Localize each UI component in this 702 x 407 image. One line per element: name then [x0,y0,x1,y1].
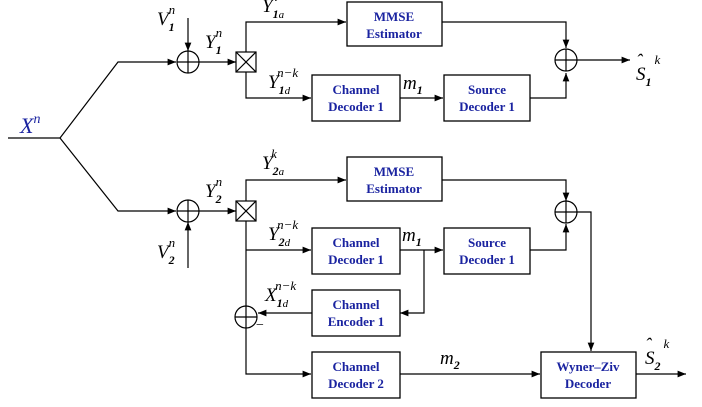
s2-label: S2k [645,336,670,373]
adder-bottom [176,199,200,223]
srcdec1-bottom-out [530,224,570,251]
svg-text:Source: Source [468,82,506,97]
svg-text:Channel: Channel [333,359,380,374]
svg-text:Decoder 1: Decoder 1 [459,252,515,267]
svg-text:Channel: Channel [333,82,380,97]
m2-label: m2 [440,348,460,372]
channel-encoder-1: Channel Encoder 1 [311,289,401,337]
svg-text:Decoder: Decoder [565,376,611,391]
s2-hat: ˆ [645,335,653,356]
mmse-estimator-bottom: MMSE Estimator [346,156,443,202]
m1-top-label: m1 [403,73,423,97]
adder-output-top [554,48,578,72]
subtractor [234,305,258,329]
svg-text:Decoder 2: Decoder 2 [328,376,384,391]
y2a-label: Y2ak [262,146,285,178]
svg-text:Channel: Channel [333,297,380,312]
svg-text:Estimator: Estimator [366,26,422,41]
svg-text:Estimator: Estimator [366,181,422,196]
adder-output-bottom [554,200,578,224]
svg-text:Encoder 1: Encoder 1 [328,314,384,329]
adder-top [176,50,200,74]
channel-decoder-2: Channel Decoder 2 [311,351,401,399]
svg-text:MMSE: MMSE [374,164,414,179]
mmse2-out [442,179,570,201]
switch-top [235,51,257,73]
source-decoder-1-top: Source Decoder 1 [443,74,531,122]
switch-bottom [235,200,257,222]
sub-to-chdec2 [245,328,311,378]
y1a-line [245,18,346,52]
svg-text:Wyner–Ziv: Wyner–Ziv [556,359,620,374]
y1a-label: Y1an [262,0,285,21]
channel-decoder-1-top: Channel Decoder 1 [311,74,401,122]
v2-label: V2n [157,235,175,267]
source-decoder-1-bottom: Source Decoder 1 [443,227,531,275]
svg-text:MMSE: MMSE [374,9,414,24]
srcdec1-top-out [530,73,570,99]
s1-label: S1k [636,52,661,89]
x1d-label: X1dn−k [264,278,296,310]
svg-text:Decoder 1: Decoder 1 [459,99,515,114]
minus-sign: − [256,318,264,333]
mmse-estimator-top: MMSE Estimator [346,1,443,47]
y1d-line [245,72,311,102]
adder-to-wz [577,211,595,351]
mmse1-out [442,21,570,48]
y2d-label: Y2dn−k [268,217,298,249]
v1-label: V1n [157,2,175,34]
s1-hat: ˆ [636,51,644,72]
y2a-line [245,176,346,201]
y1-label: Y1n [205,25,222,57]
input-label: Xn [19,112,40,138]
branch-bottom [59,137,176,215]
branch-top [59,58,176,139]
wyner-ziv-decoder: Wyner–Ziv Decoder [540,351,637,399]
svg-text:Decoder 1: Decoder 1 [328,252,384,267]
channel-decoder-1-bottom: Channel Decoder 1 [311,227,401,275]
m1-bottom-label: m1 [402,225,422,249]
y2-label: Y2n [205,174,222,206]
y1d-label: Y1dn−k [268,65,298,97]
svg-text:Decoder 1: Decoder 1 [328,99,384,114]
svg-text:Source: Source [468,235,506,250]
svg-text:Channel: Channel [333,235,380,250]
m1-to-encoder [400,250,425,317]
